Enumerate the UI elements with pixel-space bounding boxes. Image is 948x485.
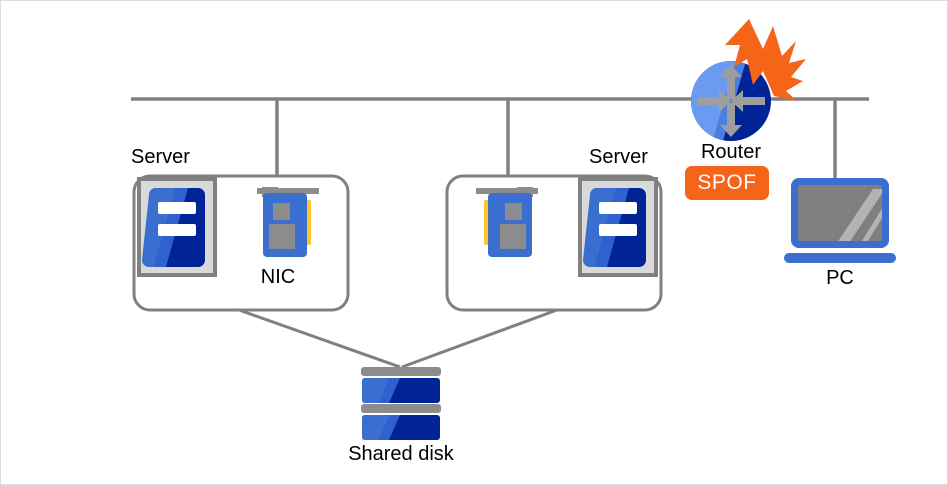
pc-label: PC xyxy=(826,267,854,289)
router-icon xyxy=(691,61,771,141)
disk-stack-icon xyxy=(361,367,441,440)
disk-link-left xyxy=(238,308,401,369)
router-label: Router xyxy=(700,141,762,163)
server-left-nic-icon xyxy=(257,187,319,257)
server-right-tower-icon xyxy=(578,177,658,277)
laptop-icon xyxy=(784,178,896,263)
fault-burst-icon xyxy=(725,19,806,101)
shared-disk-label: Shared disk xyxy=(348,443,454,465)
server-left-label: Server xyxy=(131,146,190,168)
disk-link-right xyxy=(401,308,558,369)
nic-label: NIC xyxy=(260,266,296,288)
server-left-tower-icon xyxy=(137,177,217,277)
spof-badge: SPOF xyxy=(685,166,769,200)
server-right-nic-icon xyxy=(476,187,538,257)
server-right-label: Server xyxy=(589,146,648,168)
